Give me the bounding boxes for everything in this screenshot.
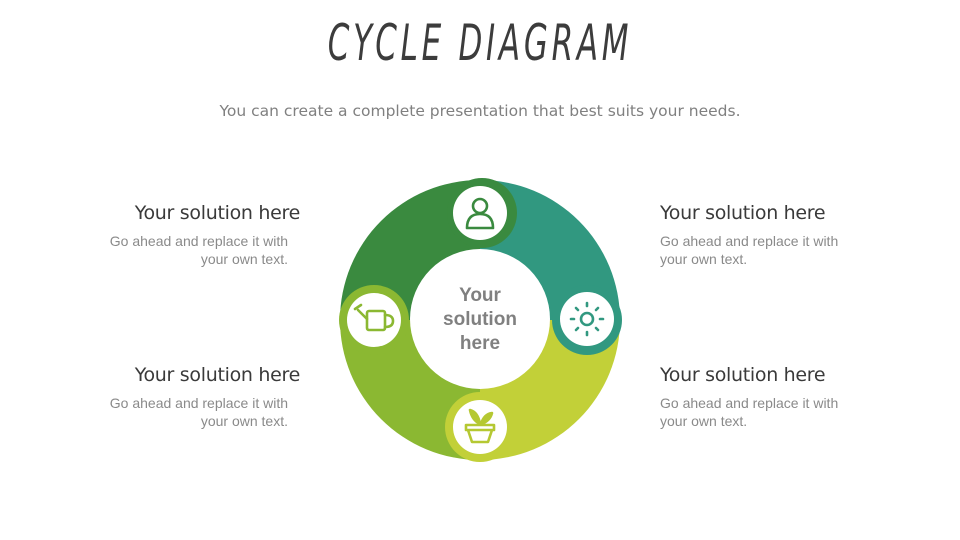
block-body-line: Go ahead and replace it with (109, 395, 288, 411)
block-body-line: your own text. (200, 251, 288, 267)
block-body-line: Go ahead and replace it with (660, 395, 839, 411)
plant-pot-icon (464, 408, 496, 444)
icon-bg-bottom (453, 400, 507, 454)
block-heading: Your solution here (660, 364, 826, 386)
block-body-line: your own text. (660, 413, 748, 429)
block-heading: Your solution here (134, 202, 301, 224)
block-body: Go ahead and replace it with your own te… (100, 394, 288, 430)
user-icon (465, 197, 495, 230)
center-label-line: solution (443, 309, 517, 330)
block-body-line: your own text. (200, 413, 288, 429)
block-body-line: Go ahead and replace it with (660, 233, 839, 249)
page-title: CYCLE DIAGRAM (327, 14, 633, 72)
block-heading: Your solution here (660, 202, 826, 224)
center-label: Your solution here (410, 284, 550, 356)
sun-icon (569, 301, 605, 337)
block-body-line: Go ahead and replace it with (109, 233, 288, 249)
block-heading: Your solution here (134, 364, 301, 386)
text-block-bottom-left: Your solution here Go ahead and replace … (100, 364, 301, 430)
text-block-bottom-right: Your solution here Go ahead and replace … (660, 364, 860, 430)
watering-can-icon (353, 303, 395, 332)
text-block-top-right: Your solution here Go ahead and replace … (660, 202, 860, 268)
page-subtitle: You can create a complete presentation t… (219, 102, 741, 120)
block-body: Go ahead and replace it with your own te… (660, 394, 860, 430)
block-body: Go ahead and replace it with your own te… (660, 232, 860, 268)
icon-bg-right (560, 292, 614, 346)
block-body: Go ahead and replace it with your own te… (100, 232, 288, 268)
block-body-line: your own text. (660, 251, 748, 267)
cycle-diagram (339, 178, 622, 462)
center-label-line: here (459, 333, 501, 354)
text-block-top-left: Your solution here Go ahead and replace … (100, 202, 301, 268)
center-circle (410, 249, 550, 389)
center-label-line: Your (459, 285, 501, 306)
